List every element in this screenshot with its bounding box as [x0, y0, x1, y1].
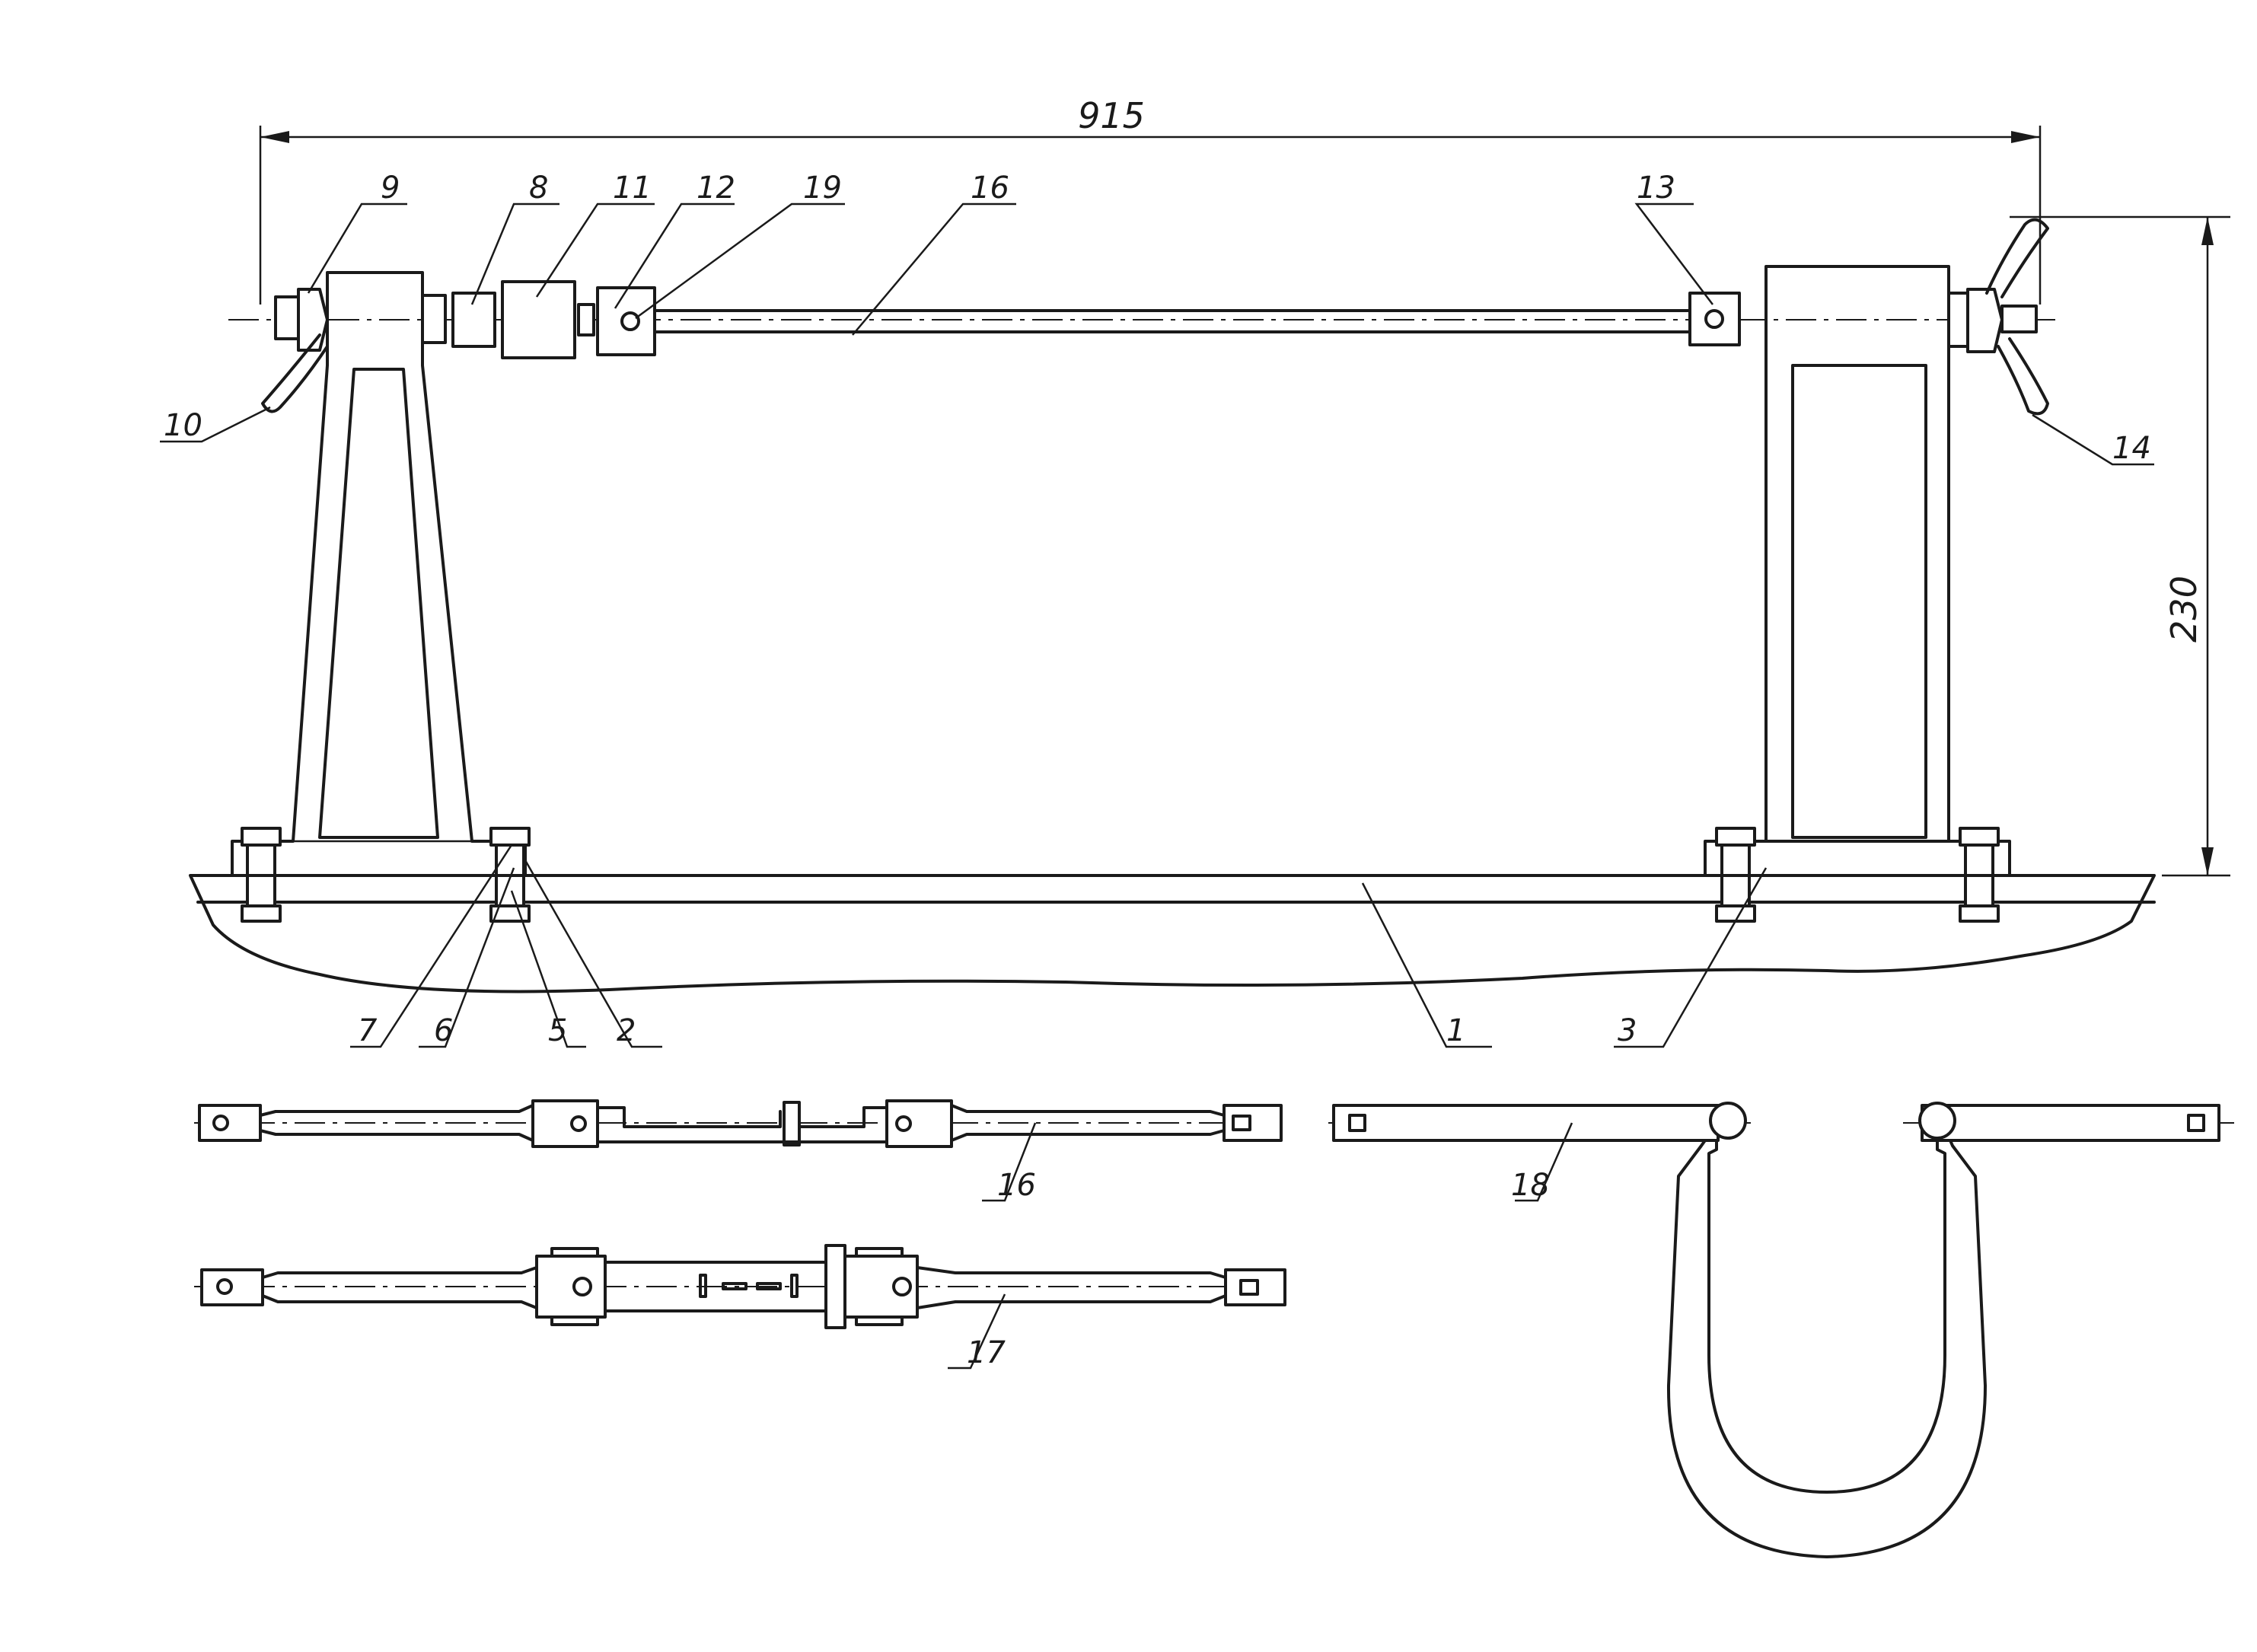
part-label-18-text: 18	[1511, 1168, 1550, 1203]
part-label-8: 8	[529, 171, 548, 206]
part-label-13: 13	[1637, 171, 1675, 206]
dimension-length-label: 915	[1078, 95, 1145, 136]
part-label-7: 7	[358, 1013, 378, 1048]
main-leaders: 9 10 8 11 12 19 16 13 14 7 6 5 2	[160, 171, 2154, 1048]
part-label-10: 10	[164, 408, 202, 443]
part-label-6: 6	[434, 1013, 453, 1048]
detail-17: 17	[194, 1244, 1286, 1370]
left-stand	[231, 271, 527, 877]
part-label-3: 3	[1618, 1013, 1637, 1048]
dimension-length: 915	[259, 95, 2042, 305]
dimension-height-label: 230	[2163, 576, 2204, 643]
part-label-14: 14	[2112, 431, 2151, 466]
dimension-height: 230	[2010, 215, 2230, 877]
main-assembly: 915 230 9 10 8 11 12 19 16	[160, 95, 2230, 1048]
right-shaft-components	[1688, 218, 2049, 416]
part-label-16: 16	[997, 1168, 1036, 1203]
right-stand	[1704, 265, 2011, 877]
bolts	[241, 827, 2000, 923]
part-label-15: 16	[971, 171, 1009, 206]
part-label-11: 11	[613, 171, 652, 206]
part-label-1: 1	[1446, 1013, 1465, 1048]
part-label-5: 5	[548, 1013, 567, 1048]
base-plate	[189, 874, 2156, 993]
part-label-2: 2	[617, 1013, 636, 1048]
part-label-19: 19	[803, 171, 842, 206]
part-label-9: 9	[381, 171, 400, 206]
left-shaft-components	[261, 280, 656, 413]
part-label-12: 12	[697, 171, 735, 206]
detail-16: 16	[194, 1099, 1283, 1203]
detail-18: 18 18	[1328, 1102, 2234, 1558]
part-label-17: 17	[967, 1335, 1006, 1370]
